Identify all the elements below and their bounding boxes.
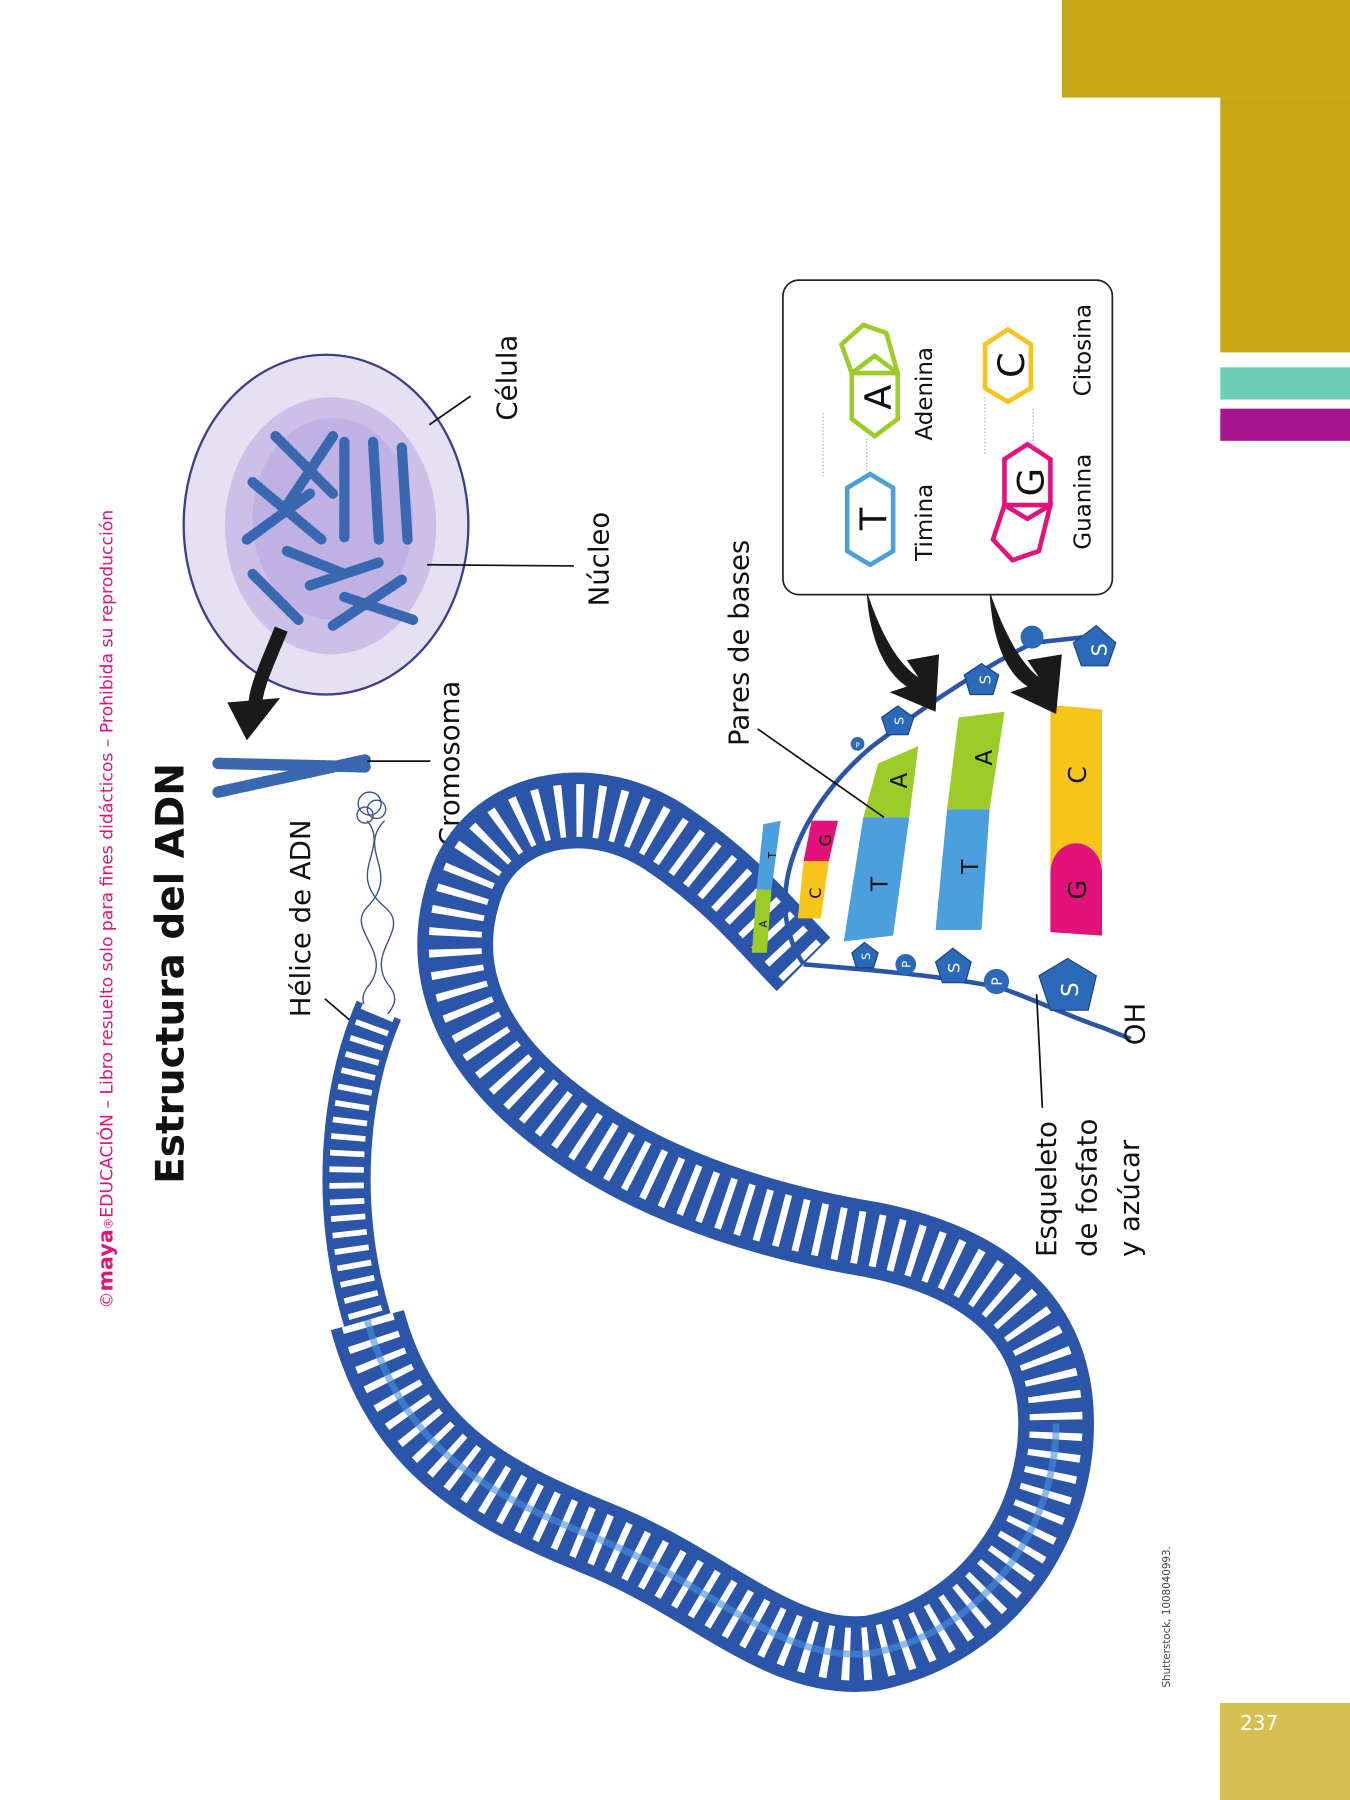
base-pairs-label: Pares de bases xyxy=(723,540,755,746)
image-credit: Shutterstock, 1008040993. xyxy=(1161,1546,1173,1687)
corner-decoration xyxy=(1061,0,1350,441)
svg-text:A: A xyxy=(887,772,913,788)
arrow-icon xyxy=(866,591,1062,715)
adenine-ring-icon xyxy=(849,352,901,440)
sugar-icon: S xyxy=(880,705,915,736)
bases-legend: T A G C Timina Adenina Guanina Citosina xyxy=(782,279,1114,596)
thymine-ring-icon xyxy=(844,471,896,568)
phosphate-icon: P xyxy=(850,736,865,751)
svg-text:T: T xyxy=(852,507,895,531)
svg-text:G: G xyxy=(1063,880,1092,900)
helix-label: Hélice de ADN xyxy=(285,820,317,1018)
copyright-notice: ©maya®EDUCACIÓN – Libro resuelto solo pa… xyxy=(94,510,118,1309)
svg-text:C: C xyxy=(806,888,825,899)
svg-text:S: S xyxy=(891,717,906,725)
page-number-box: 237 xyxy=(1220,1703,1350,1800)
svg-text:A: A xyxy=(857,385,900,410)
base-pairs: A T C G T A T A G C xyxy=(751,704,1103,953)
svg-text:P: P xyxy=(990,977,1006,985)
dna-double-helix xyxy=(322,772,1095,1693)
svg-text:G: G xyxy=(1009,468,1052,496)
backbone-label-line2: de fosfato xyxy=(1071,1119,1103,1257)
svg-text:A: A xyxy=(758,921,770,928)
svg-text:S: S xyxy=(945,963,964,973)
sugar-phosphate-nodes: S S S P S P S P S xyxy=(850,624,1117,1011)
cytosine-label: Citosina xyxy=(1071,304,1097,396)
svg-text:G: G xyxy=(816,834,835,846)
guanine-label: Guanina xyxy=(1071,454,1097,550)
svg-text:P: P xyxy=(855,741,859,749)
svg-text:S: S xyxy=(1088,643,1112,656)
svg-text:S: S xyxy=(859,953,873,960)
phosphate-icon: P xyxy=(895,953,917,975)
backbone-label-line1: Esqueleto xyxy=(1031,1121,1063,1257)
phosphate-icon xyxy=(1020,625,1044,649)
svg-text:C: C xyxy=(990,352,1033,378)
svg-text:A: A xyxy=(972,750,998,766)
svg-text:T: T xyxy=(867,876,893,892)
svg-text:C: C xyxy=(1063,766,1092,784)
chromosome-illustration xyxy=(212,754,371,798)
sugar-icon: S xyxy=(1038,957,1097,1011)
svg-text:T: T xyxy=(958,859,984,875)
cell-illustration xyxy=(182,353,470,696)
page-number: 237 xyxy=(1240,1711,1279,1735)
svg-text:S: S xyxy=(977,675,995,684)
nucleus-label: Núcleo xyxy=(583,512,615,607)
sugar-icon: S xyxy=(963,662,1000,696)
sugar-icon: S xyxy=(1072,624,1117,667)
chromosome-cluster xyxy=(241,431,419,631)
sugar-icon: S xyxy=(851,941,879,969)
chromosome-label: Cromosoma xyxy=(434,681,466,846)
phosphate-icon: P xyxy=(983,968,1010,995)
svg-text:P: P xyxy=(899,961,913,968)
svg-text:S: S xyxy=(1058,982,1084,997)
cell-label: Célula xyxy=(492,335,524,421)
svg-text:T: T xyxy=(767,851,779,859)
adenine-label: Adenina xyxy=(912,347,938,440)
cytosine-ring-icon xyxy=(982,326,1034,405)
sugar-icon: S xyxy=(934,947,972,984)
thymine-label: Timina xyxy=(912,484,938,562)
page-title: Estructura del ADN xyxy=(149,763,194,1184)
dna-coil xyxy=(356,791,396,1034)
oh-label: OH xyxy=(1120,1003,1152,1045)
backbone-label-line3: y azúcar xyxy=(1114,1139,1146,1257)
arrow-icon xyxy=(227,626,288,741)
